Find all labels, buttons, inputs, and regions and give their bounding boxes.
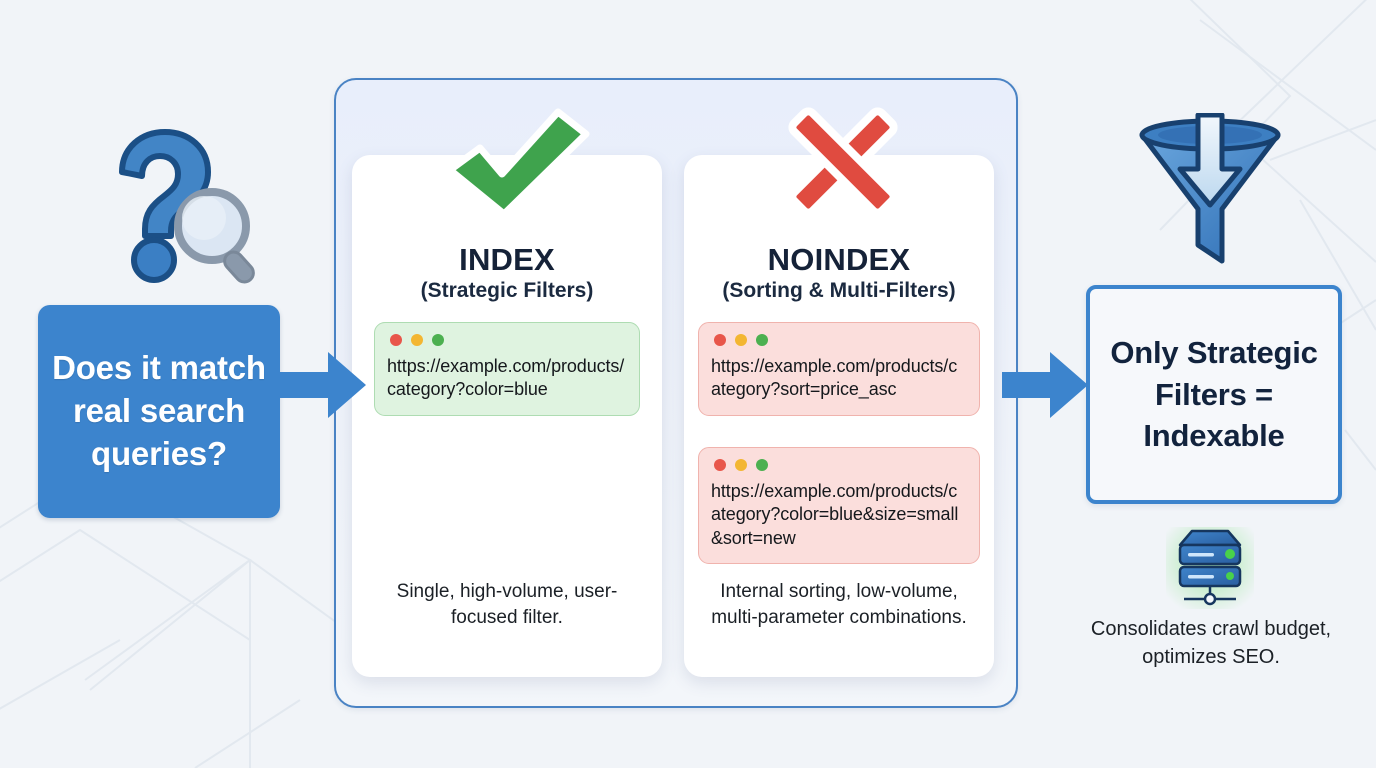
index-url-box-1: https://example.com/products/category?co…: [374, 322, 640, 416]
funnel-filter-icon: [1139, 113, 1281, 264]
result-box: Only Strategic Filters = Indexable: [1086, 285, 1342, 504]
index-card-title: INDEX: [459, 242, 555, 277]
dot-red: [714, 334, 726, 346]
noindex-card-description: Internal sorting, low-volume, multi-para…: [711, 581, 967, 629]
question-mark-magnifier-icon: [119, 129, 255, 284]
noindex-card-title: NOINDEX: [767, 242, 911, 277]
dot-yellow: [735, 459, 747, 471]
window-dots: [714, 334, 967, 346]
question-text: Does it match real search queries?: [52, 349, 266, 472]
dot-green: [756, 334, 768, 346]
noindex-url-text-1: https://example.com/products/category?so…: [711, 356, 958, 400]
index-url-text-1: https://example.com/products/category?co…: [387, 356, 625, 400]
green-check-icon: [446, 108, 590, 218]
question-box: Does it match real search queries?: [38, 305, 280, 518]
server-caption: Consolidates crawl budget, optimizes SEO…: [1090, 618, 1332, 668]
noindex-card-subtitle: (Sorting & Multi-Filters): [722, 279, 956, 302]
noindex-url-box-2: https://example.com/products/category?co…: [698, 447, 980, 565]
server-rack-icon: [1166, 527, 1254, 609]
noindex-url-box-1: https://example.com/products/category?so…: [698, 322, 980, 416]
arrow-right-icon-2: [1002, 352, 1088, 418]
dot-yellow: [411, 334, 423, 346]
dot-green: [432, 334, 444, 346]
arrow-right-icon-1: [280, 352, 366, 418]
window-dots: [390, 334, 627, 346]
result-text: Only Strategic Filters = Indexable: [1110, 335, 1318, 454]
noindex-card: NOINDEX (Sorting & Multi-Filters) https:…: [684, 155, 994, 677]
dot-yellow: [735, 334, 747, 346]
dot-green: [756, 459, 768, 471]
dot-red: [390, 334, 402, 346]
red-cross-icon: [788, 107, 898, 217]
index-card-subtitle: (Strategic Filters): [420, 279, 594, 302]
index-card: INDEX (Strategic Filters) https://exampl…: [352, 155, 662, 677]
noindex-url-text-2: https://example.com/products/category?co…: [711, 481, 959, 548]
index-card-description: Single, high-volume, user-focused filter…: [396, 581, 618, 629]
dot-red: [714, 459, 726, 471]
window-dots: [714, 459, 967, 471]
